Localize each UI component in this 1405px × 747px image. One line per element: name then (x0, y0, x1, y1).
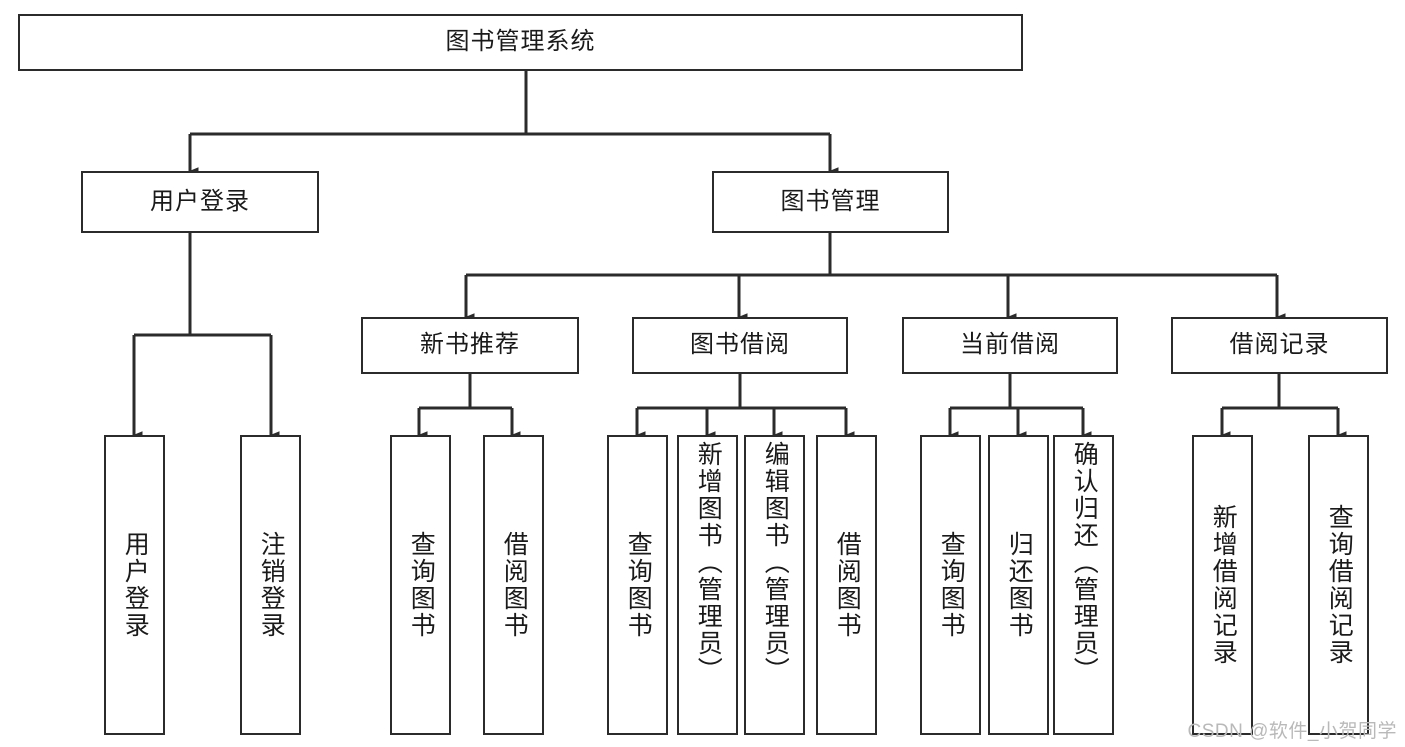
node-book-borrow[interactable]: 图书借阅 (632, 317, 848, 374)
node-leaf-borrow-book-1[interactable]: 借阅图书 (483, 435, 544, 735)
node-leaf-confirm-return[interactable]: 确认归还（管理员） (1053, 435, 1114, 735)
node-leaf-query-book-1[interactable]: 查询图书 (390, 435, 451, 735)
node-borrow-record-label: 借阅记录 (1229, 331, 1330, 359)
node-leaf-edit-book[interactable]: 编辑图书（管理员） (744, 435, 805, 735)
node-leaf-user-login-label: 用户登录 (121, 531, 150, 639)
node-leaf-query-book-2[interactable]: 查询图书 (607, 435, 668, 735)
node-leaf-add-record[interactable]: 新增借阅记录 (1192, 435, 1253, 735)
node-leaf-query-book-2-label: 查询图书 (624, 531, 653, 639)
node-leaf-add-book-label: 新增图书（管理员） (694, 441, 723, 684)
node-leaf-query-book-1-label: 查询图书 (407, 531, 436, 639)
node-book-manage-label: 图书管理 (780, 187, 881, 215)
node-borrow-record[interactable]: 借阅记录 (1171, 317, 1388, 374)
node-current-borrow[interactable]: 当前借阅 (902, 317, 1118, 374)
watermark-text: CSDN @软件_小贺同学 (1187, 721, 1397, 742)
node-leaf-confirm-return-label: 确认归还（管理员） (1070, 441, 1099, 684)
node-leaf-user-login[interactable]: 用户登录 (104, 435, 165, 735)
node-leaf-add-book[interactable]: 新增图书（管理员） (677, 435, 738, 735)
node-root[interactable]: 图书管理系统 (18, 14, 1023, 71)
node-user-login-label: 用户登录 (150, 187, 250, 215)
node-new-book-rec-label: 新书推荐 (420, 331, 520, 359)
node-leaf-borrow-book-2[interactable]: 借阅图书 (816, 435, 877, 735)
node-leaf-return-book[interactable]: 归还图书 (988, 435, 1049, 735)
node-leaf-query-book-3[interactable]: 查询图书 (920, 435, 981, 735)
node-root-label: 图书管理系统 (445, 28, 596, 56)
node-leaf-add-record-label: 新增借阅记录 (1209, 504, 1238, 666)
node-leaf-return-book-label: 归还图书 (1005, 531, 1034, 639)
node-user-login[interactable]: 用户登录 (81, 171, 319, 233)
node-current-borrow-label: 当前借阅 (960, 331, 1060, 359)
node-new-book-rec[interactable]: 新书推荐 (361, 317, 579, 374)
node-book-manage[interactable]: 图书管理 (712, 171, 949, 233)
node-leaf-edit-book-label: 编辑图书（管理员） (761, 441, 790, 684)
node-leaf-query-book-3-label: 查询图书 (937, 531, 966, 639)
node-leaf-logout-label: 注销登录 (257, 531, 286, 639)
node-leaf-query-record-label: 查询借阅记录 (1325, 504, 1354, 666)
node-leaf-logout[interactable]: 注销登录 (240, 435, 301, 735)
node-book-borrow-label: 图书借阅 (690, 331, 790, 359)
node-leaf-borrow-book-1-label: 借阅图书 (500, 531, 529, 639)
node-leaf-borrow-book-2-label: 借阅图书 (833, 531, 862, 639)
node-leaf-query-record[interactable]: 查询借阅记录 (1308, 435, 1369, 735)
